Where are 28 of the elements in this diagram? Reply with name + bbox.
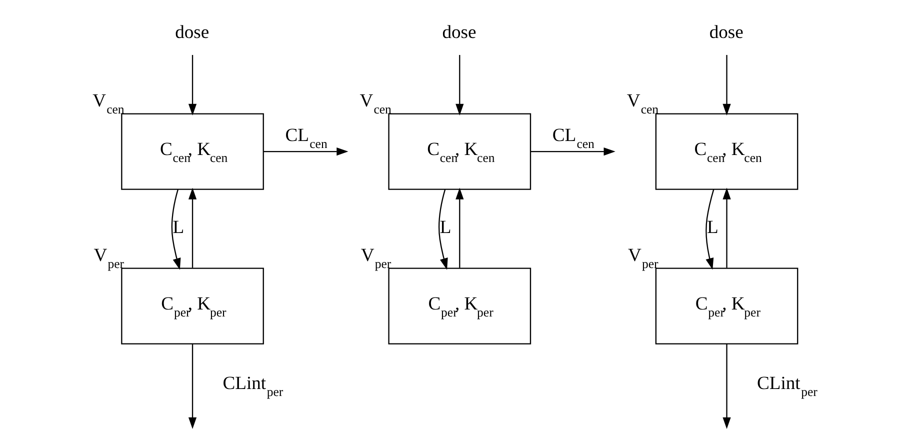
arrow	[530, 148, 615, 156]
edge-label: L	[172, 217, 184, 238]
arrow	[722, 188, 730, 268]
arrow	[722, 54, 730, 116]
arrow	[455, 188, 464, 268]
arrow	[455, 54, 464, 116]
edge-label: CL$_{cen}$	[552, 124, 594, 151]
arrow	[188, 188, 196, 268]
edge-label: CLint$_{per}$	[756, 372, 817, 399]
edge-label: CL$_{cen}$	[284, 124, 327, 151]
arrow	[188, 344, 196, 429]
node-box: C$_{per}$, K$_{per}$	[388, 268, 531, 344]
edge-label: L	[439, 217, 451, 238]
arrow	[170, 189, 180, 270]
node-box: C$_{cen}$, K$_{cen}$	[388, 113, 531, 190]
arrow	[722, 344, 730, 429]
node-box: C$_{per}$, K$_{per}$	[654, 268, 798, 344]
edge-label: CLint$_{per}$	[222, 372, 283, 399]
node-box: C$_{per}$, K$_{per}$	[120, 268, 264, 344]
node-text: dose	[442, 22, 476, 44]
arrow	[262, 148, 348, 156]
node-box: C$_{cen}$, K$_{cen}$	[654, 113, 798, 190]
edge-label: L	[706, 217, 718, 238]
arrow	[705, 189, 714, 270]
node-text: dose	[174, 22, 209, 44]
arrow	[188, 54, 196, 116]
node-text: dose	[708, 22, 743, 44]
arrow	[438, 189, 448, 270]
